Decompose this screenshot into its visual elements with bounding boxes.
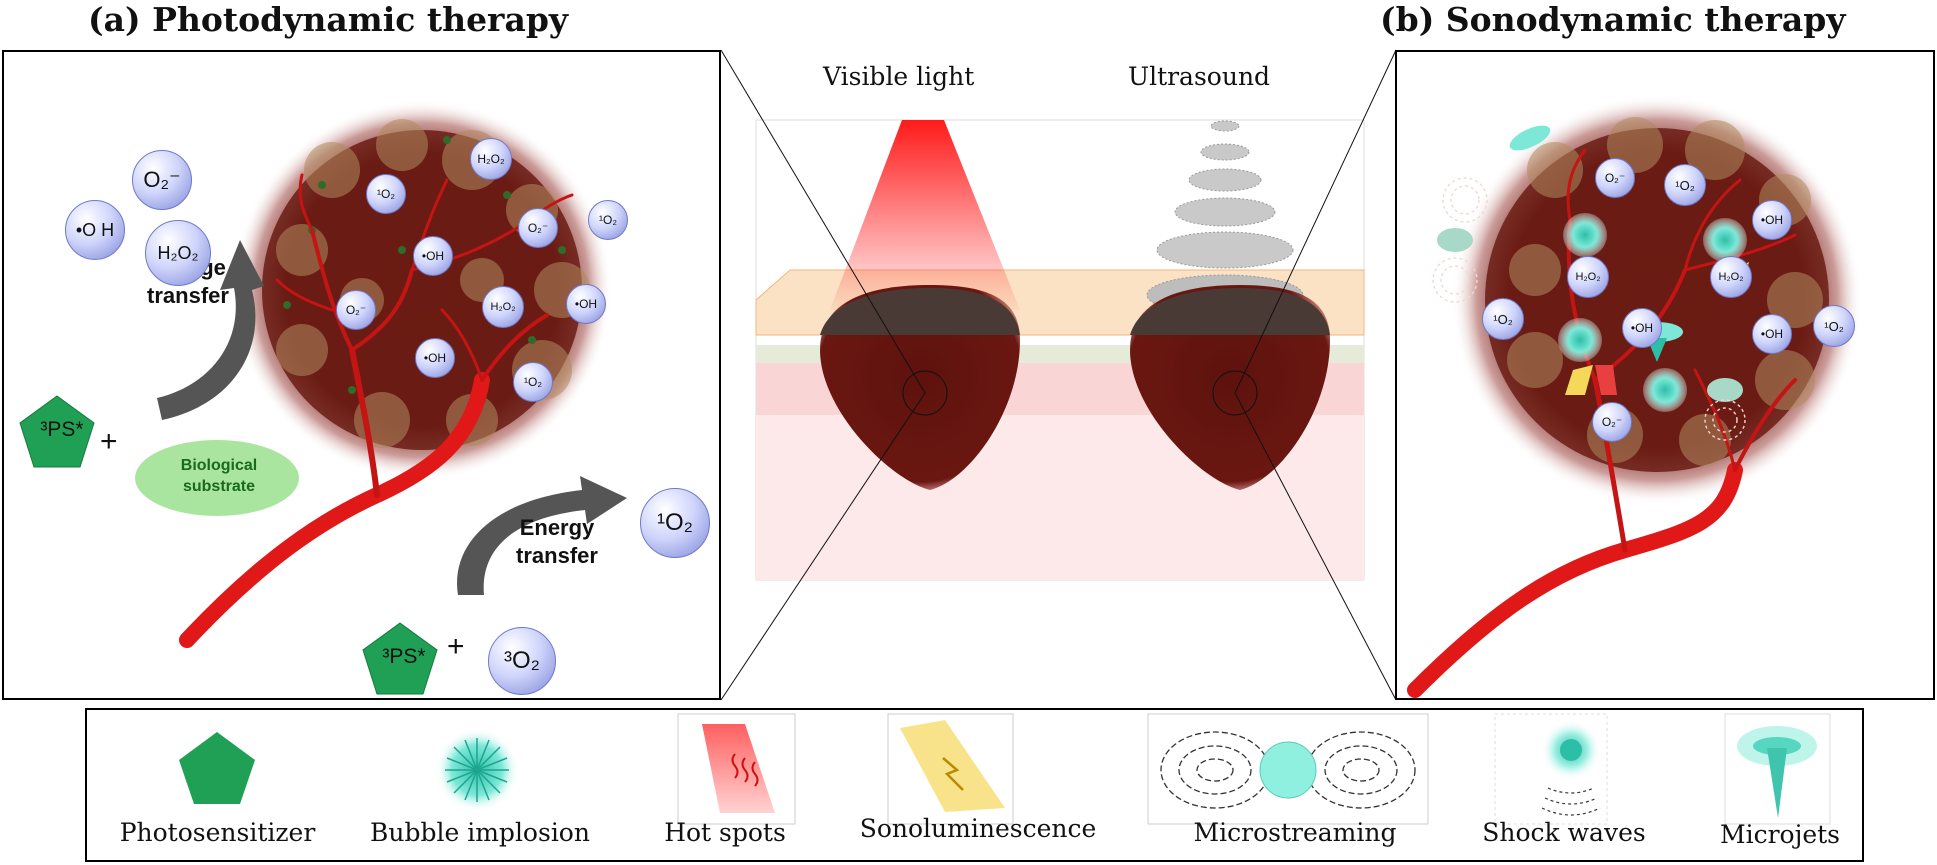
ultrasound-label: Ultrasound — [1128, 62, 1271, 91]
legend-photosensitizer-icon — [179, 732, 255, 804]
legend-bubble-implosion-icon — [435, 728, 519, 812]
light-beam — [830, 120, 1020, 310]
plus-sign-1: + — [100, 425, 118, 458]
visible-light-label: Visible light — [823, 62, 975, 91]
panel-a-title: (a) Photodynamic therapy — [88, 0, 569, 39]
legend-bubble-implosion-label: Bubble implosion — [370, 818, 590, 847]
tumor-b-hydroxyl-3: •OH — [1752, 314, 1792, 354]
tumor-b-hydroxyl-2: •OH — [1752, 200, 1792, 240]
ps-label-2: ³PS* — [382, 645, 426, 668]
tumor-a-hydroxyl: •OH — [413, 236, 453, 276]
tumor-b-peroxide-2: H₂O₂ — [1710, 256, 1752, 298]
legend-icons — [179, 713, 1831, 825]
tumor-a-peroxide-2: H₂O₂ — [482, 286, 524, 328]
legend-microjets-icon — [1737, 726, 1817, 818]
legend-hot-spots-label: Hot spots — [664, 818, 786, 847]
photosensitizer-pentagon-2 — [362, 622, 438, 695]
tumor-b-singlet-3: ¹O₂ — [1813, 305, 1855, 347]
charge-transfer-arrow — [157, 240, 264, 420]
tumor-b-peroxide: H₂O₂ — [1567, 256, 1609, 298]
tumor-a-peroxide: H₂O₂ — [470, 138, 512, 180]
hydroxyl-molecule: •O H — [65, 200, 125, 260]
zoom-circle-right — [1212, 370, 1258, 416]
tumor-b-superoxide-2: O₂⁻ — [1592, 402, 1632, 442]
panel-b-artwork — [1407, 95, 1862, 698]
ps-label-1: ³PS* — [40, 418, 84, 441]
center-illustration — [755, 119, 1365, 581]
peroxide-molecule: H₂O₂ — [145, 220, 211, 286]
tumor-a-hydroxyl-2: •OH — [566, 284, 606, 324]
superoxide-molecule: O₂⁻ — [132, 150, 192, 210]
photosensitizer-pentagon-1 — [19, 395, 95, 468]
singlet-oxygen-molecule: ¹O₂ — [640, 488, 710, 558]
tumor-a-singlet-3: ¹O₂ — [513, 362, 553, 402]
tumor-b-hydroxyl: •OH — [1622, 308, 1662, 348]
tumor-a-superoxide-2: O₂⁻ — [336, 290, 376, 330]
tumor-a-singlet: ¹O₂ — [366, 174, 406, 214]
energy-transfer-arrow — [457, 476, 627, 595]
lesion-us — [1130, 285, 1330, 490]
triplet-oxygen-molecule: ³O₂ — [488, 627, 556, 695]
legend-microstreaming-label: Microstreaming — [1193, 818, 1397, 847]
legend-photosensitizer-label: Photosensitizer — [119, 818, 316, 847]
panel-b-title: (b) Sonodynamic therapy — [1380, 0, 1846, 39]
lesion-us-top — [1130, 288, 1330, 335]
legend-hot-spots-icon — [702, 724, 775, 813]
tumor-a-singlet-2: ¹O₂ — [588, 200, 628, 240]
substrate-ellipse — [135, 440, 299, 516]
legend-microjets-label: Microjets — [1719, 820, 1841, 849]
tumor-a — [262, 130, 582, 450]
tumor-a-superoxide: O₂⁻ — [518, 208, 558, 248]
zoom-circle-left — [902, 370, 948, 416]
plus-sign-2: + — [447, 630, 465, 663]
legend-shock-waves-label: Shock waves — [1482, 818, 1646, 847]
legend-sonoluminescence-label: Sonoluminescence — [859, 814, 1097, 843]
tumor-b-singlet-2: ¹O₂ — [1482, 298, 1524, 340]
tumor-b-singlet: ¹O₂ — [1664, 164, 1706, 206]
lesion-light — [820, 285, 1020, 490]
legend-shock-waves-icon — [1541, 720, 1601, 816]
tumor-b-superoxide: O₂⁻ — [1595, 158, 1635, 198]
tumor-a-hydroxyl-3: •OH — [415, 338, 455, 378]
